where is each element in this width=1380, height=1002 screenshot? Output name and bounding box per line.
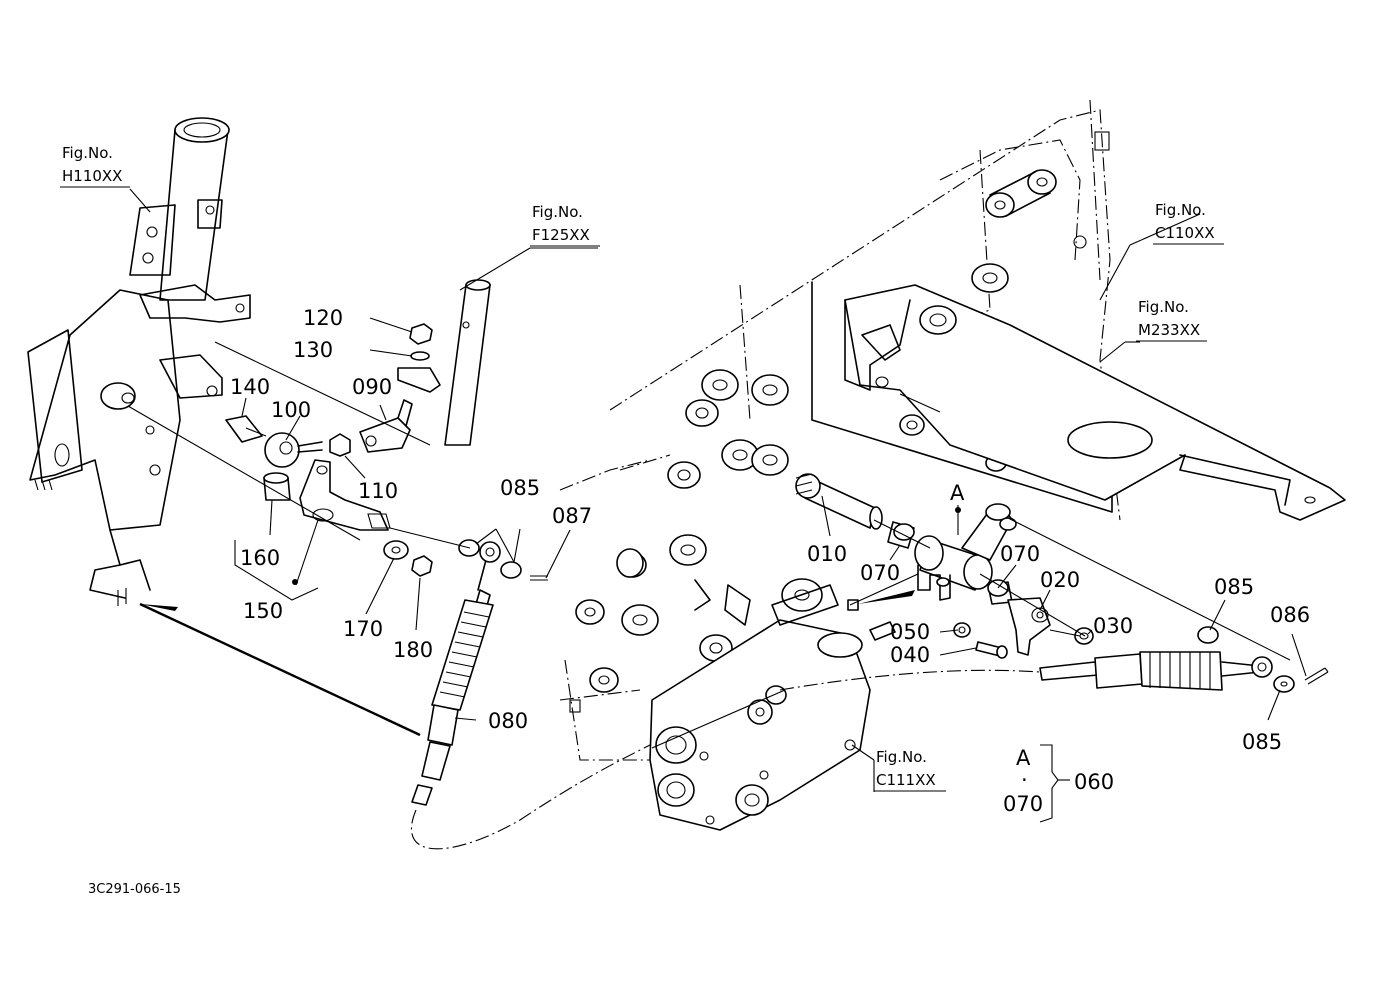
cable-end-right [779,626,1329,693]
shift-linkage-hardware [225,279,491,601]
callout-085-left: 085 [500,476,540,500]
leader-lines [127,188,1307,792]
callout-110: 110 [358,479,398,503]
callout-070-left: 070 [860,561,900,585]
callout-010: 010 [807,542,847,566]
callout-180: 180 [393,638,433,662]
callout-070-right: 070 [1000,542,1040,566]
fig-ref-m233: Fig.No. M233XX [1136,298,1207,342]
fig-ref-h110: Fig.No. H110XX [60,144,130,188]
svg-text:·: · [1021,768,1028,792]
shift-shaft-assembly [795,473,1094,659]
callout-150: 150 [243,599,283,623]
part-callouts: 120 130 140 100 090 110 160 150 170 180 … [230,306,1310,754]
o-ring [616,548,644,578]
svg-text:C111XX: C111XX [876,771,936,789]
callout-090: 090 [352,375,392,399]
control-cable-080 [410,539,661,850]
callout-050: 050 [890,620,930,644]
fig-ref-f125: Fig.No. F125XX [530,203,600,247]
callout-120: 120 [303,306,343,330]
fig-ref-c111: Fig.No. C111XX [874,748,946,792]
svg-text:060: 060 [1074,770,1114,794]
svg-text:Fig.No.: Fig.No. [1138,298,1189,316]
callout-086: 086 [1270,603,1310,627]
kit-060-bracket: A · 070 060 [1003,744,1114,823]
control-valve-body [649,578,896,831]
callout-160: 160 [240,546,280,570]
svg-text:F125XX: F125XX [532,226,590,244]
callout-170: 170 [343,617,383,641]
callout-140: 140 [230,375,270,399]
svg-text:A: A [1016,746,1031,770]
svg-text:Fig.No.: Fig.No. [876,748,927,766]
pedal-bracket-plate [811,281,1346,521]
drawing-code: 3C291-066-15 [88,882,181,897]
callout-130: 130 [293,338,333,362]
svg-text:Fig.No.: Fig.No. [62,144,113,162]
callout-A: A [950,481,965,505]
callout-087: 087 [552,504,592,528]
steering-column-assembly [27,117,251,606]
svg-text:M233XX: M233XX [1138,321,1200,339]
transmission-housing [559,99,1121,761]
fig-ref-c110: Fig.No. C110XX [1153,201,1224,245]
callout-020: 020 [1040,568,1080,592]
callout-030: 030 [1093,614,1133,638]
svg-text:070: 070 [1003,792,1043,816]
callout-085-right-bottom: 085 [1242,730,1282,754]
callout-085-right-top: 085 [1214,575,1254,599]
svg-text:Fig.No.: Fig.No. [1155,201,1206,219]
svg-text:H110XX: H110XX [62,167,122,185]
svg-text:Fig.No.: Fig.No. [532,203,583,221]
callout-100: 100 [271,398,311,422]
callout-080: 080 [488,709,528,733]
callout-040: 040 [890,643,930,667]
svg-text:C110XX: C110XX [1155,224,1215,242]
